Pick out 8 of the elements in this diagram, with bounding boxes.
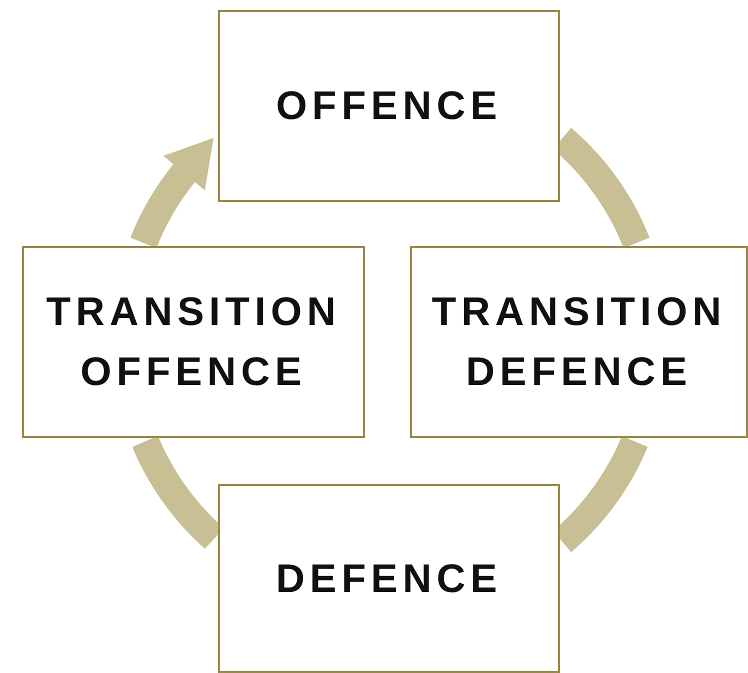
box-label: DEFENCE — [276, 556, 502, 602]
text-box — [22, 246, 365, 438]
text-box — [218, 484, 560, 673]
text-box — [410, 246, 748, 438]
box-label: OFFENCE — [276, 83, 502, 130]
box-label: TRANSITION DEFENCE — [430, 289, 728, 396]
box-label: TRANSITION OFFENCE — [45, 289, 342, 396]
text-box — [218, 10, 560, 202]
